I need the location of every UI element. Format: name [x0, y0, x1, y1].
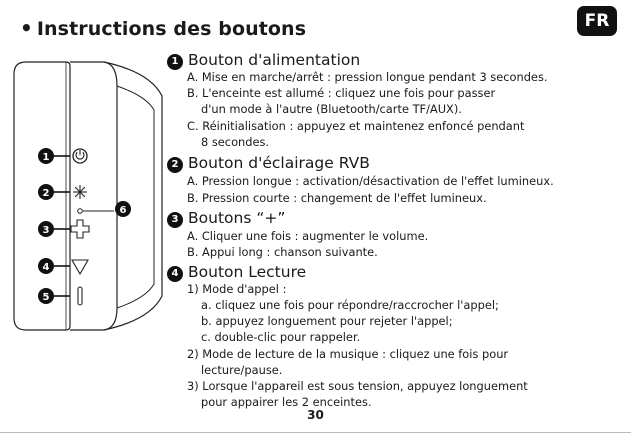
section-1-line-b: B. L'enceinte est allumé : cliquez une f…	[187, 86, 496, 100]
power-icon	[72, 148, 88, 164]
section-4-line-1a: a. cliquez une fois pour répondre/raccro…	[201, 298, 499, 312]
section-3-badge: 3	[167, 212, 183, 228]
section-4-title-text: Bouton Lecture	[188, 263, 307, 281]
section-2-badge: 2	[167, 157, 183, 173]
callout-2: 2	[38, 184, 70, 200]
callout-5: 5	[38, 288, 70, 304]
plus-icon	[70, 219, 90, 239]
page-title: •Instructions des boutons	[20, 16, 306, 40]
section-1-line-c-cont: 8 secondes.	[201, 135, 270, 149]
section-1-title-text: Bouton d'alimentation	[188, 51, 361, 69]
section-3-title-text: Boutons “+”	[188, 209, 286, 227]
section-3-title: 3 Boutons “+”	[167, 208, 285, 228]
callout-6: 6	[115, 201, 131, 217]
page-number: 30	[307, 408, 324, 422]
section-3-line-b: B. Appui long : chanson suivante.	[187, 245, 378, 259]
section-4-line-1b: b. appuyez longuement pour rejeter l'app…	[201, 314, 453, 328]
title-text: Instructions des boutons	[36, 18, 307, 40]
speaker-diagram: 1 2 6 3 4	[13, 61, 163, 331]
section-4-title: 4 Bouton Lecture	[167, 262, 306, 282]
section-1-line-a: A. Mise en marche/arrêt : pression longu…	[187, 70, 548, 84]
section-4-line-2-cont: lecture/pause.	[201, 363, 283, 377]
section-4-badge: 4	[167, 266, 183, 282]
section-1-badge: 1	[167, 54, 183, 70]
section-1-line-b-cont: d'un mode à l'autre (Bluetooth/carte TF/…	[201, 102, 462, 116]
section-3-line-a: A. Cliquer une fois : augmenter le volum…	[187, 229, 429, 243]
language-badge: FR	[577, 6, 617, 36]
section-4-line-2: 2) Mode de lecture de la musique : cliqu…	[187, 347, 509, 361]
callout-1: 1	[38, 148, 70, 164]
play-triangle-icon	[71, 259, 89, 276]
callout-4-label: 4	[43, 262, 50, 273]
callout-5-label: 5	[43, 292, 50, 303]
section-4-line-3-cont: pour appairer les 2 enceintes.	[201, 395, 372, 409]
speaker-body	[13, 61, 163, 331]
section-1-line-c: C. Réinitialisation : appuyez et mainten…	[187, 119, 525, 133]
section-2-title-text: Bouton d'éclairage RVB	[188, 154, 370, 172]
callout-3-label: 3	[43, 225, 50, 236]
section-2-line-a: A. Pression longue : activation/désactiv…	[187, 174, 554, 188]
section-4-line-1c: c. double-clic pour rappeler.	[201, 330, 361, 344]
section-4-line-3: 3) Lorsque l'appareil est sous tension, …	[187, 379, 528, 393]
callout-3: 3	[38, 221, 70, 237]
microphone-dot-icon	[77, 208, 114, 214]
section-4-line-1: 1) Mode d'appel :	[187, 282, 287, 296]
callout-4: 4	[38, 258, 70, 274]
bottom-divider	[0, 432, 631, 433]
section-2-title: 2 Bouton d'éclairage RVB	[167, 153, 370, 173]
button-bar-icon	[77, 286, 83, 306]
callout-2-label: 2	[43, 188, 50, 199]
callout-1-label: 1	[43, 152, 50, 163]
light-icon	[73, 185, 87, 199]
callout-6-label: 6	[120, 205, 127, 216]
section-2-line-b: B. Pression courte : changement de l'eff…	[187, 191, 487, 205]
section-1-title: 1 Bouton d'alimentation	[167, 50, 360, 70]
title-bullet: •	[20, 16, 33, 40]
